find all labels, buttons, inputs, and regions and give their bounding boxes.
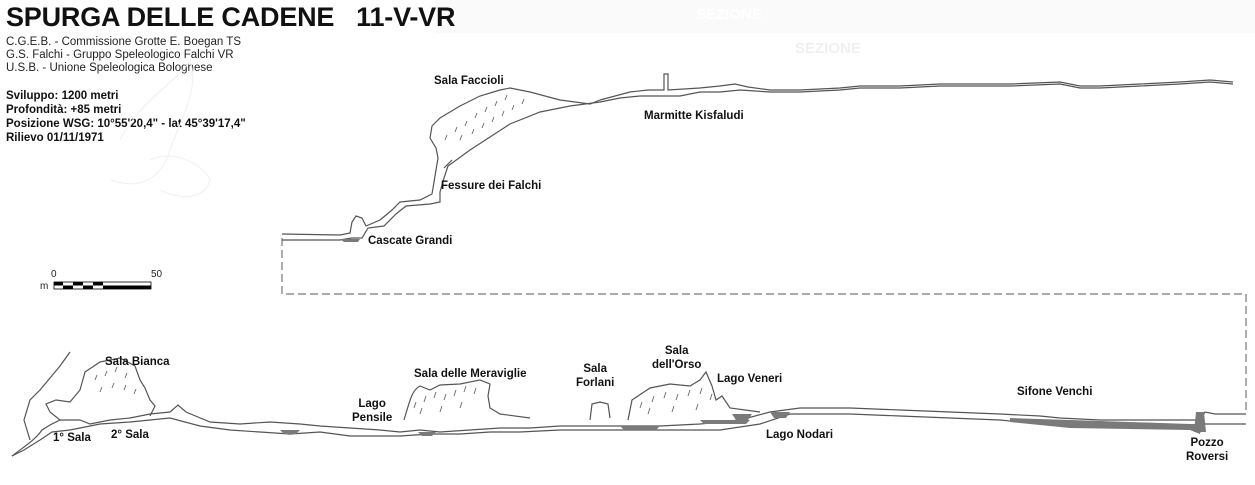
label-sala-faccioli: Sala Faccioli <box>434 75 504 87</box>
org-cgeb: C.G.E.B. - Commissione Grotte E. Boegan … <box>6 36 241 48</box>
label-lago-nodari: Lago Nodari <box>766 429 834 441</box>
label-seconda-sala: 2° Sala <box>111 429 149 441</box>
label-sifone-venchi: Sifone Venchi <box>1017 386 1093 398</box>
scale-unit-label: m <box>40 281 49 292</box>
label-pozzo-roversi-line2: Roversi <box>1186 451 1229 463</box>
label-lago-veneri: Lago Veneri <box>717 373 783 385</box>
label-sala-forlani-line1: Sala <box>583 363 607 375</box>
label-lago-pensile-line1: Lago <box>358 398 386 410</box>
label-lago-pensile: Lago Pensile <box>352 397 392 425</box>
scale-end-label: 50 <box>151 269 163 280</box>
label-sala-orso-line1: Sala <box>664 345 689 357</box>
scale-bar <box>53 281 152 290</box>
sala-faccioli-marks <box>444 94 525 141</box>
scale-start-label: 0 <box>51 269 57 280</box>
lower-room-marks <box>94 366 713 415</box>
label-sala-forlani: Sala Forlani <box>576 362 614 390</box>
label-sala-forlani-line2: Forlani <box>576 377 615 389</box>
label-pozzo-roversi-line1: Pozzo <box>1190 437 1224 449</box>
lower-water <box>280 412 1206 436</box>
label-sala-orso: Sala dell'Orso <box>652 344 701 372</box>
label-cascate-grandi: Cascate Grandi <box>368 235 453 247</box>
info-profondita: Profondità: +85 metri <box>6 104 122 116</box>
label-fessure-dei-falchi: Fessure dei Falchi <box>441 180 542 192</box>
label-sala-orso-line2: dell'Orso <box>652 359 702 371</box>
label-sala-bianca: Sala Bianca <box>105 356 170 368</box>
upper-water <box>340 239 360 242</box>
info-posizione: Posizione WSG: 10°55'20,4" - lat 45°39'1… <box>6 118 246 130</box>
label-prima-sala: 1° Sala <box>53 432 91 444</box>
label-marmitte-kisfaludi: Marmitte Kisfaludi <box>644 110 744 122</box>
survey-title: SPURGA DELLE CADENE 11-V-VR <box>6 2 456 32</box>
upper-cave-profile <box>281 73 1234 241</box>
label-sala-meraviglie: Sala delle Meraviglie <box>414 368 527 380</box>
label-pozzo-roversi: Pozzo Roversi <box>1186 436 1228 464</box>
label-lago-pensile-line2: Pensile <box>352 412 393 424</box>
watermark-top: SEZIONE <box>696 6 762 23</box>
info-sviluppo: Sviluppo: 1200 metri <box>6 90 119 102</box>
watermark-sezione: SEZIONE <box>795 40 861 57</box>
section-connector <box>281 238 1247 410</box>
faint-plan-sketch <box>109 58 211 198</box>
top-band: SEZIONE <box>436 0 1255 33</box>
org-usb: U.S.B. - Unione Speleologica Bolognese <box>6 62 213 74</box>
org-gs-falchi: G.S. Falchi - Gruppo Speleologico Falchi… <box>6 49 234 61</box>
lower-cave-profile <box>11 351 1246 457</box>
info-rilievo: Rilievo 01/11/1971 <box>6 132 104 144</box>
